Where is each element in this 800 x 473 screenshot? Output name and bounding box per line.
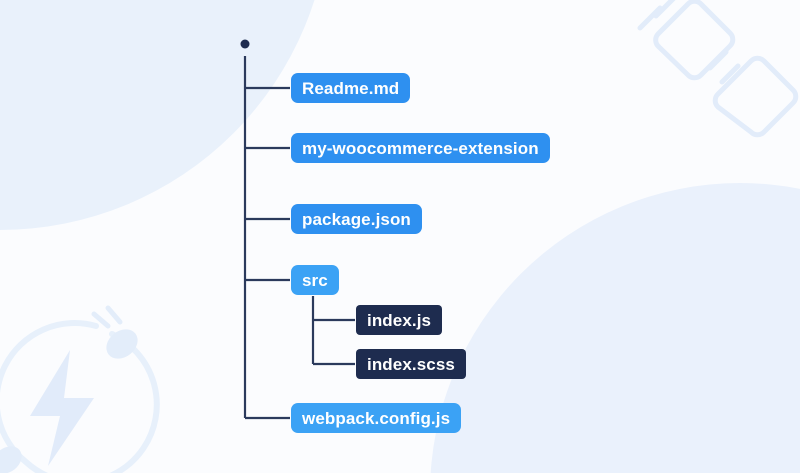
tree-node-label: index.scss (367, 354, 455, 374)
tree-node-webpack-config-js[interactable]: webpack.config.js (291, 403, 462, 433)
tree-node-readme[interactable]: Readme.md (291, 73, 411, 103)
tree-node-label: package.json (302, 209, 411, 229)
tree-node-index-scss[interactable]: index.scss (356, 349, 466, 379)
root-dot (240, 39, 250, 49)
tree-node-label: webpack.config.js (302, 408, 451, 428)
tree-node-index-js[interactable]: index.js (356, 305, 443, 335)
tree-node-label: src (302, 270, 328, 290)
tree-node-my-woocommerce-extension[interactable]: my-woocommerce-extension (291, 133, 550, 163)
tree-node-label: Readme.md (302, 78, 400, 98)
tree-node-package-json[interactable]: package.json (291, 204, 422, 234)
tree-node-label: index.js (367, 310, 432, 330)
tree-node-src[interactable]: src (291, 265, 339, 295)
tree-node-label: my-woocommerce-extension (302, 138, 539, 158)
